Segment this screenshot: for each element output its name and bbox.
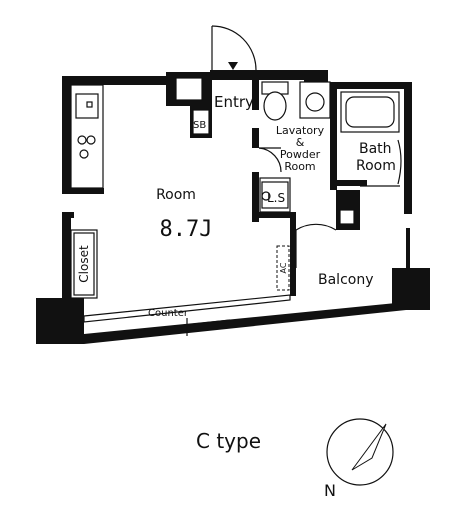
- lavatory-label-3: Powder: [280, 148, 321, 161]
- sb-label: SB: [193, 120, 206, 131]
- ac-label: AC: [279, 262, 288, 273]
- lavatory-label-2: &: [296, 136, 305, 149]
- closet-label: Closet: [77, 245, 91, 283]
- compass-north-label: N: [324, 481, 336, 500]
- ac-unit: [276, 245, 290, 291]
- kitchen: [70, 84, 104, 189]
- closet: [70, 229, 98, 299]
- bath-fixtures: [340, 91, 402, 187]
- room-size-label: 8.7J: [160, 217, 213, 242]
- compass-icon: [326, 418, 394, 486]
- balcony-door: [295, 223, 337, 268]
- balcony-label: Balcony: [318, 272, 374, 288]
- ls-label: L.S: [267, 191, 285, 205]
- bath-label-1: Bath: [359, 141, 392, 157]
- bath-label-2: Room: [356, 158, 396, 174]
- linen-storage: [259, 177, 291, 213]
- lavatory-fixtures: [258, 81, 331, 173]
- room-label: Room: [156, 187, 196, 203]
- walls: [36, 70, 430, 344]
- plan-type-label: C type: [196, 429, 261, 453]
- counter: [83, 294, 291, 336]
- lavatory-label-4: Room: [284, 160, 315, 173]
- counter-label: Counter: [148, 308, 189, 319]
- lavatory-label-1: Lavatory: [276, 124, 325, 137]
- entry-label: Entry: [214, 93, 254, 111]
- entry-door: [211, 25, 257, 71]
